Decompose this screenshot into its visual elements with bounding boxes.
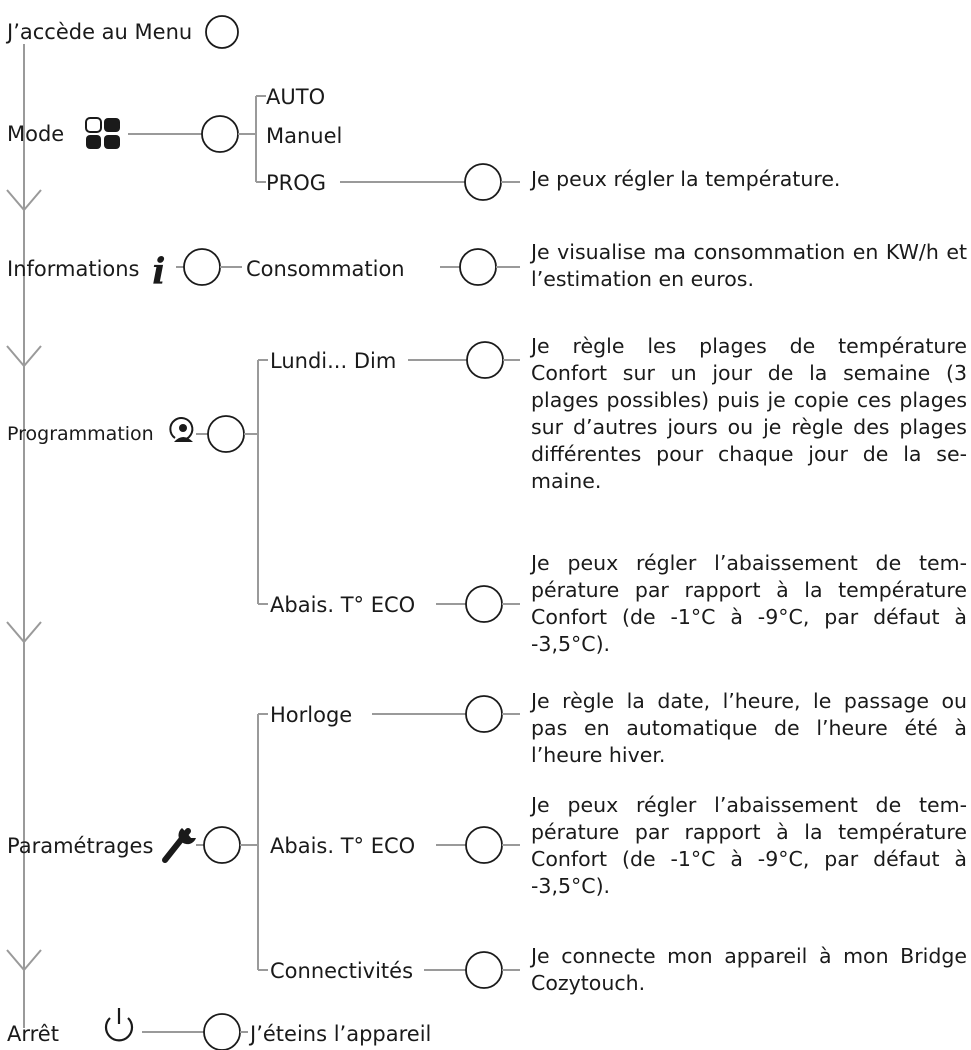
programmation-label: Programmation — [7, 423, 154, 445]
down-arrow-icon — [6, 345, 42, 368]
horloge-result-text: Je règle la date, l’heure, le passage ou… — [531, 689, 967, 767]
program-clock-user-icon — [169, 417, 194, 442]
lundi-dim-option[interactable]: Lundi... Dim — [270, 349, 396, 373]
consommation-button[interactable] — [459, 248, 497, 286]
mode-option-prog[interactable]: PROG — [266, 171, 326, 195]
mode-select-button[interactable] — [201, 115, 239, 153]
parametrages-label: Paramétrages — [7, 834, 153, 858]
prog-abais-eco-option[interactable]: Abais. T° ECO — [270, 593, 415, 617]
connectivites-button[interactable] — [465, 951, 503, 989]
lundi-dim-result-text: Je règle les plages de température Confo… — [531, 334, 967, 493]
connectivites-result-text: Je connecte mon appareil à mon Bridge Co… — [531, 944, 967, 995]
arret-label: Arrêt — [7, 1022, 59, 1046]
menu-entry-button[interactable] — [205, 15, 239, 49]
param-abais-eco-button[interactable] — [465, 826, 503, 864]
prog-temperature-button[interactable] — [464, 163, 502, 201]
prog-result-text: Je peux régler la température. — [531, 167, 841, 191]
info-icon: i — [152, 251, 166, 293]
consommation-result-text: Je visualise ma consommation en KW/h et … — [531, 240, 967, 291]
lundi-dim-button[interactable] — [466, 341, 504, 379]
power-icon — [104, 1008, 134, 1042]
consommation-option[interactable]: Consommation — [246, 257, 405, 281]
informations-label: Informations — [7, 257, 140, 281]
mode-grid-icon — [85, 117, 120, 149]
param-abais-eco-result-text: Je peux régler l’abaissement de tem­péra… — [531, 793, 967, 898]
down-arrow-icon — [6, 621, 42, 644]
menu-entry-label: J’accède au Menu — [5, 20, 192, 44]
wrench-icon — [162, 828, 196, 863]
informations-select-button[interactable] — [183, 248, 221, 286]
prog-abais-eco-button[interactable] — [465, 585, 503, 623]
arret-button[interactable] — [203, 1013, 241, 1050]
prog-abais-eco-result-text: Je peux régler l’abaissement de tem­péra… — [531, 551, 967, 656]
programmation-select-button[interactable] — [207, 415, 245, 453]
param-abais-eco-option[interactable]: Abais. T° ECO — [270, 834, 415, 858]
down-arrow-icon — [6, 189, 42, 212]
mode-label: Mode — [7, 122, 64, 146]
parametrages-select-button[interactable] — [203, 826, 241, 864]
mode-option-auto[interactable]: AUTO — [266, 85, 325, 109]
down-arrow-icon — [6, 949, 42, 972]
mode-option-manuel[interactable]: Manuel — [266, 124, 342, 148]
arret-result: J’éteins l’appareil — [248, 1022, 431, 1046]
horloge-option[interactable]: Horloge — [270, 703, 352, 727]
connectivites-option[interactable]: Connectivités — [270, 959, 413, 983]
horloge-button[interactable] — [465, 695, 503, 733]
